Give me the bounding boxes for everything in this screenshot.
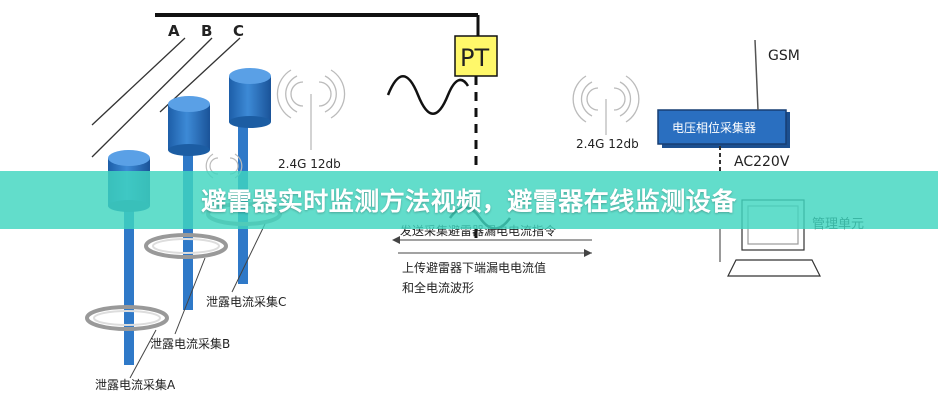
sine-wave-icon [386, 75, 470, 115]
collector-label: 电压相位采集器 [672, 120, 756, 135]
phase-label-a: A [168, 22, 180, 40]
arrester-b [168, 96, 210, 310]
gsm-antenna-icon [754, 39, 759, 111]
phase-label-c: C [233, 22, 244, 40]
radio-label-right: 2.4G 12db [576, 137, 639, 151]
title-banner: 避雷器实时监测方法视频，避雷器在线监测设备 [0, 171, 938, 229]
sensor-c-leader [231, 223, 266, 293]
command-arrowhead [392, 236, 400, 244]
radio-label-left: 2.4G 12db [278, 157, 341, 171]
sensor-ring-b [144, 233, 228, 259]
wireless-signal-icon-left [276, 69, 346, 150]
ac-label: AC220V [734, 154, 790, 170]
sensor-b-leader [174, 257, 206, 335]
wireless-signal-icon-right [572, 75, 640, 135]
banner-title: 避雷器实时监测方法视频，避雷器在线监测设备 [201, 187, 737, 216]
collector-box [657, 109, 787, 145]
sensor-a-leader [129, 329, 157, 379]
upload-label-2: 和全电流波形 [402, 280, 474, 295]
upload-arrowhead [584, 249, 592, 257]
phase-line-a [91, 37, 186, 126]
sensor-ring-a [85, 305, 169, 331]
sensor-label-a: 泄露电流采集A [95, 377, 176, 392]
sensor-label-c: 泄露电流采集C [206, 294, 286, 309]
upload-label-1: 上传避雷器下端漏电电流值 [402, 260, 546, 275]
gsm-label: GSM [768, 48, 800, 64]
phase-label-b: B [201, 22, 212, 40]
phase-line-b [91, 37, 213, 158]
pt-label: PT [460, 44, 489, 72]
sensor-label-b: 泄露电流采集B [150, 336, 230, 351]
